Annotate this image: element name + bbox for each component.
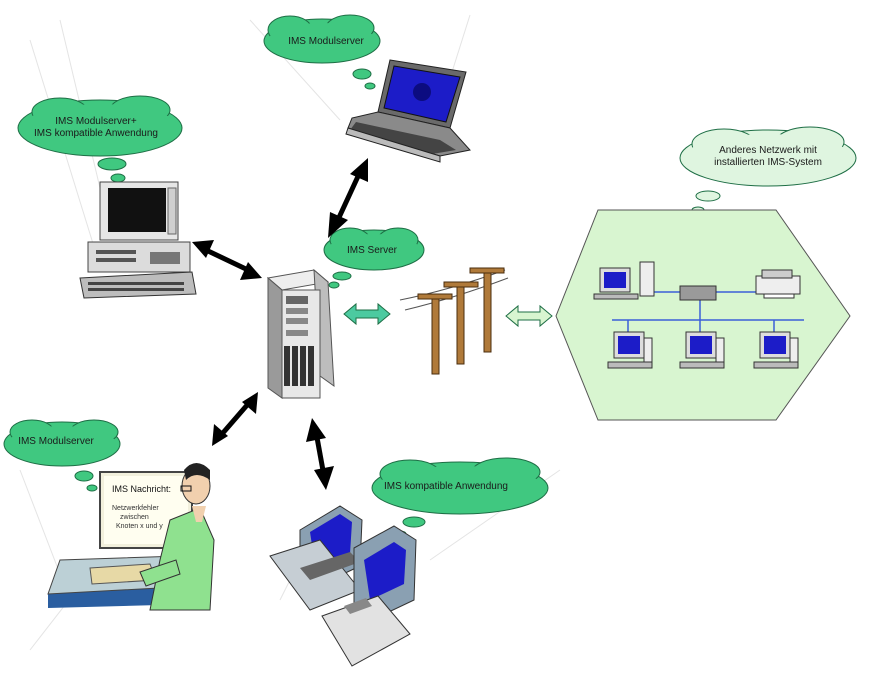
cloud-server-label: IMS Server xyxy=(347,245,398,256)
server-tower-icon xyxy=(266,268,335,399)
network-workstation-icon xyxy=(593,261,655,300)
cloud-person-label: IMS Modulserver xyxy=(18,436,94,447)
utility-poles-icon xyxy=(399,267,509,375)
network-hub-icon xyxy=(679,285,717,301)
cloud-network-line1: Anderes Netzwerk mit xyxy=(719,145,817,156)
arrow-desktop-server xyxy=(192,240,262,280)
bottom-workstation-icon xyxy=(269,505,417,667)
cloud-desktop-line1: IMS Modulserver+ xyxy=(55,116,137,127)
terminal-line1: Netzwerkfehler xyxy=(112,505,159,512)
terminal-line3: Knoten x und y xyxy=(116,523,163,530)
cloud-server: IMS Server xyxy=(323,227,425,289)
cloud-workstation-label: IMS kompatible Anwendung xyxy=(384,481,508,492)
arrow-server-poles xyxy=(343,302,391,326)
cloud-desktop-line2: IMS kompatible Anwendung xyxy=(34,128,158,139)
network-pc-icon xyxy=(753,331,799,369)
cloud-laptop: IMS Modulserver xyxy=(263,14,381,90)
network-pc-icon xyxy=(679,331,725,369)
arrow-poles-network xyxy=(505,304,553,328)
printer-icon xyxy=(755,269,801,299)
network-pc-icon xyxy=(607,331,653,369)
arrow-workstation-server xyxy=(306,418,334,490)
arrow-person-server xyxy=(212,392,258,446)
terminal-title: IMS Nachricht: xyxy=(112,484,171,494)
cloud-person: IMS Modulserver xyxy=(3,419,121,492)
cloud-network: Anderes Netzwerk mit installierten IMS-S… xyxy=(679,126,857,214)
laptop-icon xyxy=(345,59,471,163)
terminal-line2: zwischen xyxy=(120,514,149,521)
cloud-network-line2: installierten IMS-System xyxy=(714,157,822,168)
cloud-workstation: IMS kompatible Anwendung xyxy=(371,457,549,538)
arrow-laptop-server xyxy=(328,158,368,238)
cloud-laptop-label: IMS Modulserver xyxy=(288,36,364,47)
desktop-pc-icon xyxy=(79,181,197,299)
other-network-hexagon xyxy=(555,209,851,421)
person-terminal-icon: IMS Nachricht: Netzwerkfehler zwischen K… xyxy=(47,463,215,611)
cloud-desktop: IMS Modulserver+ IMS kompatible Anwendun… xyxy=(17,95,183,183)
